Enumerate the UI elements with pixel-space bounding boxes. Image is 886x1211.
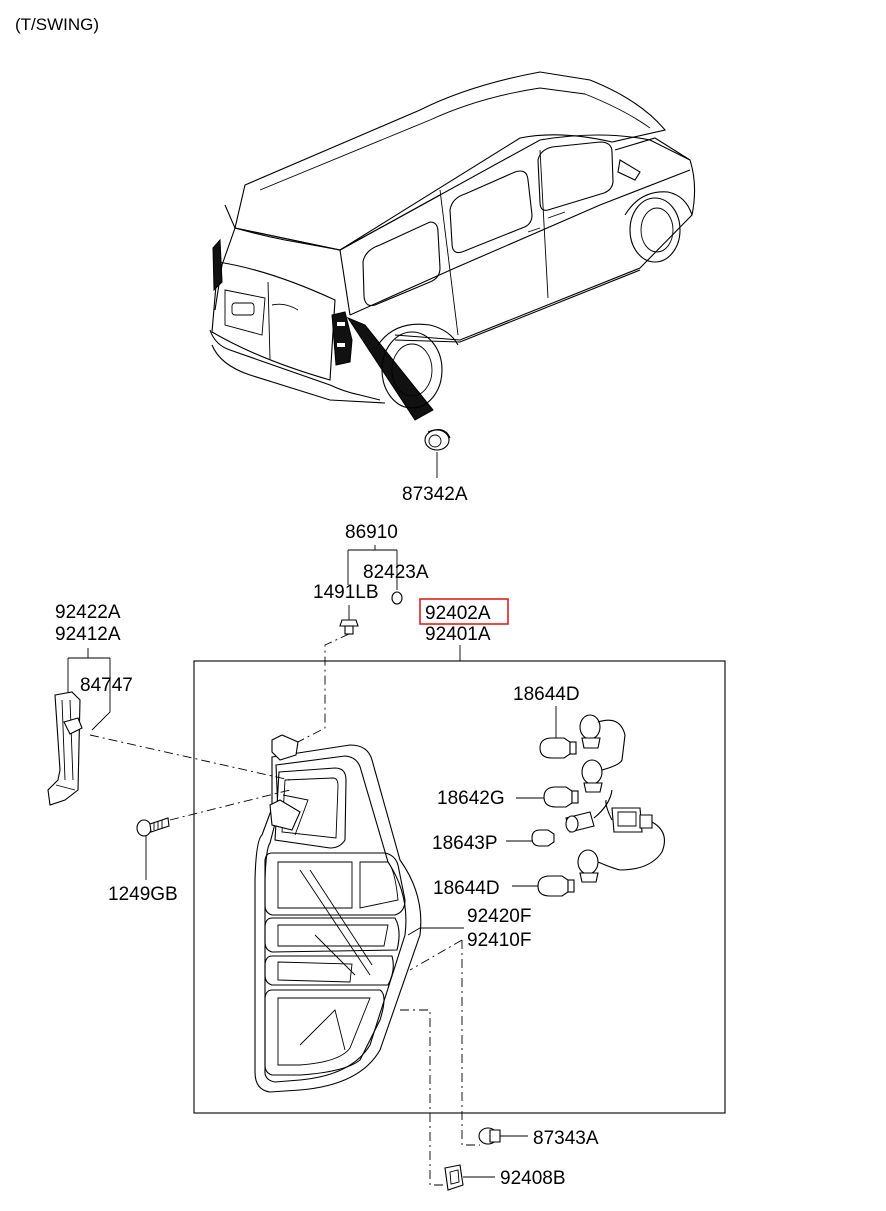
bulb-icon <box>539 737 577 759</box>
label-18642G: 18642G <box>437 788 505 809</box>
tail-lamp-assembly-icon <box>254 734 422 1093</box>
label-92420F: 92420F <box>467 906 531 927</box>
label-92410F: 92410F <box>467 930 531 951</box>
label-1249GB: 1249GB <box>108 884 178 905</box>
grommet-icon <box>424 429 451 451</box>
label-87342A: 87342A <box>402 484 468 505</box>
label-84747: 84747 <box>80 675 133 696</box>
bulb-icon <box>531 829 555 847</box>
bulb-socket-icon <box>579 714 626 761</box>
minivan-rear-view-icon <box>209 71 696 421</box>
bulb-socket-icon <box>581 759 623 793</box>
bulb-icon <box>543 786 579 808</box>
label-92402A[interactable]: 92402A <box>425 603 491 624</box>
assembly-frame <box>193 660 726 1114</box>
screw-icon <box>136 817 170 837</box>
nut-icon <box>391 591 403 605</box>
label-92412A: 92412A <box>55 624 121 645</box>
highlight-box <box>419 598 509 625</box>
label-92401A: 92401A <box>425 624 491 645</box>
bolt-icon <box>339 605 359 635</box>
label-18644D-bottom: 18644D <box>433 878 500 899</box>
label-92408B: 92408B <box>500 1168 566 1189</box>
clip-icon <box>444 1164 464 1191</box>
label-92422A: 92422A <box>55 602 121 623</box>
label-18643P: 18643P <box>432 833 498 854</box>
label-86910: 86910 <box>345 522 398 543</box>
bulb-socket-icon <box>565 789 613 833</box>
bulb-socket-icon <box>577 849 621 883</box>
label-87343A: 87343A <box>533 1128 599 1149</box>
bracket-icon <box>47 691 83 806</box>
variant-header: (T/SWING) <box>15 15 99 34</box>
connector-icon <box>605 799 665 871</box>
label-18644D-top: 18644D <box>513 684 580 705</box>
bulb-icon <box>537 875 575 897</box>
grommet-icon <box>478 1127 501 1145</box>
label-1491LB: 1491LB <box>313 582 379 603</box>
label-82423A: 82423A <box>363 562 429 583</box>
